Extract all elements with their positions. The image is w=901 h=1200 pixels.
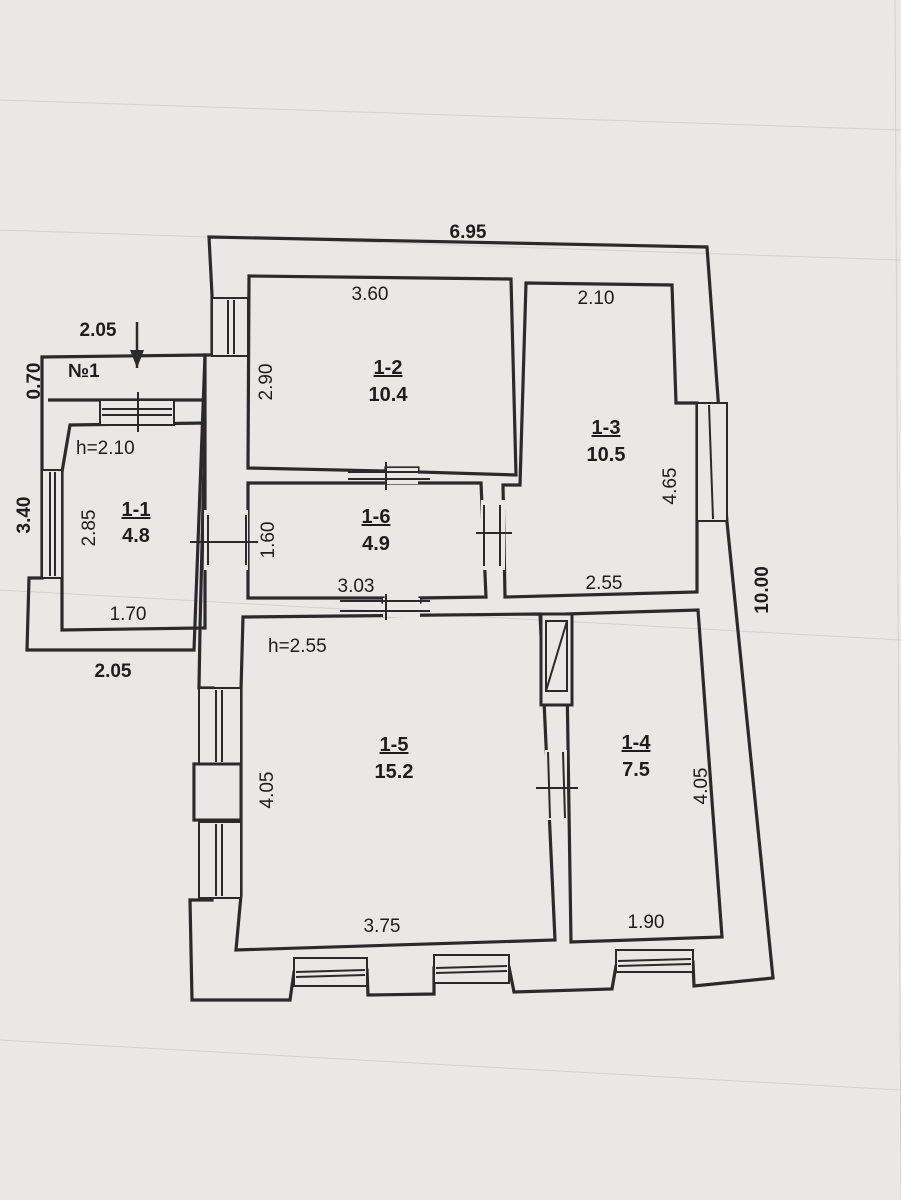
- room-1-6-area: 4.9: [362, 533, 390, 555]
- dim-porch-depth: 0.70: [24, 363, 45, 400]
- dim-r11-width: 1.70: [110, 604, 147, 625]
- door-1-2: [386, 468, 418, 484]
- room-1-4-id: 1-4: [622, 732, 652, 754]
- dim-annex-length: 3.40: [14, 497, 35, 534]
- window-1-1-left: [41, 469, 63, 579]
- openings: [41, 297, 728, 987]
- dim-r13-bottom: 2.55: [586, 573, 623, 594]
- dim-r13-length: 4.65: [660, 468, 681, 505]
- main-height: h=2.55: [268, 636, 327, 657]
- window-1-5-bottom-right: [433, 954, 510, 984]
- room-1-3-area: 10.5: [587, 444, 626, 466]
- dim-overall-length: 10.00: [752, 566, 773, 614]
- dim-r15-length: 4.05: [257, 772, 278, 809]
- entrance-label: №1: [68, 361, 100, 382]
- dim-annex-bottom: 2.05: [95, 661, 132, 682]
- dim-r15-width: 3.75: [364, 916, 401, 937]
- dim-r16-width: 3.03: [338, 576, 375, 597]
- room-1-1-outline: [60, 421, 207, 632]
- room-1-4-area: 7.5: [622, 759, 650, 781]
- window-1-5-left-bottom: [198, 821, 242, 899]
- room-1-1-area: 4.8: [122, 525, 150, 547]
- dim-annex-top: 2.05: [80, 320, 117, 341]
- door-1-1: [204, 510, 248, 570]
- window-1-2: [211, 297, 249, 357]
- room-1-6-id: 1-6: [362, 506, 391, 528]
- room-1-2-id: 1-2: [374, 357, 403, 379]
- dim-r13-width: 2.10: [578, 288, 615, 309]
- dim-overall-width: 6.95: [450, 222, 487, 243]
- dim-r14-length: 4.05: [691, 768, 712, 805]
- room-1-5-area: 15.2: [375, 761, 414, 783]
- annex-height: h=2.10: [76, 438, 135, 459]
- room-1-3-outline: [501, 281, 699, 599]
- window-1-5-left-top: [198, 687, 242, 765]
- room-1-2-area: 10.4: [369, 384, 409, 406]
- room-1-5-id: 1-5: [380, 734, 409, 756]
- dim-r12-length: 2.90: [256, 364, 277, 401]
- door-1-5: [383, 598, 420, 617]
- dim-r16-length: 1.60: [258, 522, 279, 559]
- annex-outer-wall: [25, 353, 207, 652]
- room-1-1-id: 1-1: [122, 499, 151, 521]
- dim-r12-width: 3.60: [352, 284, 389, 305]
- dim-r14-width: 1.90: [628, 912, 665, 933]
- room-1-4-outline: [564, 608, 724, 944]
- dim-r11-length: 2.85: [79, 510, 100, 547]
- labels: №1 1-2 10.4 1-3 10.5 1-6 4.9 1-5 15.2 1-…: [14, 222, 773, 937]
- room-1-3-id: 1-3: [592, 417, 621, 439]
